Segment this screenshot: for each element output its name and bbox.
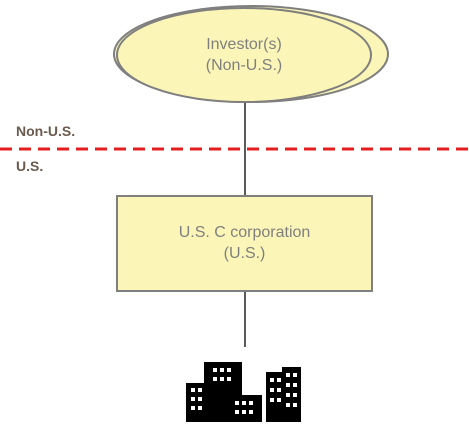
corporation-label-line2: (U.S.) [223, 245, 266, 262]
non-us-side-label: Non-U.S. [16, 123, 76, 139]
corporation-box [116, 195, 373, 292]
investor-ellipse [116, 7, 372, 103]
corporation-label-line1: U.S. C corporation [178, 224, 311, 241]
investor-label-line2: (Non-U.S.) [205, 57, 283, 74]
us-side-label: U.S. [16, 158, 44, 174]
investor-label-line1: Investor(s) [206, 36, 282, 53]
corporation-label: U.S. C corporation (U.S.) [117, 222, 372, 264]
buildings-icon [186, 362, 301, 422]
investor-label: Investor(s) (Non-U.S.) [144, 34, 344, 76]
